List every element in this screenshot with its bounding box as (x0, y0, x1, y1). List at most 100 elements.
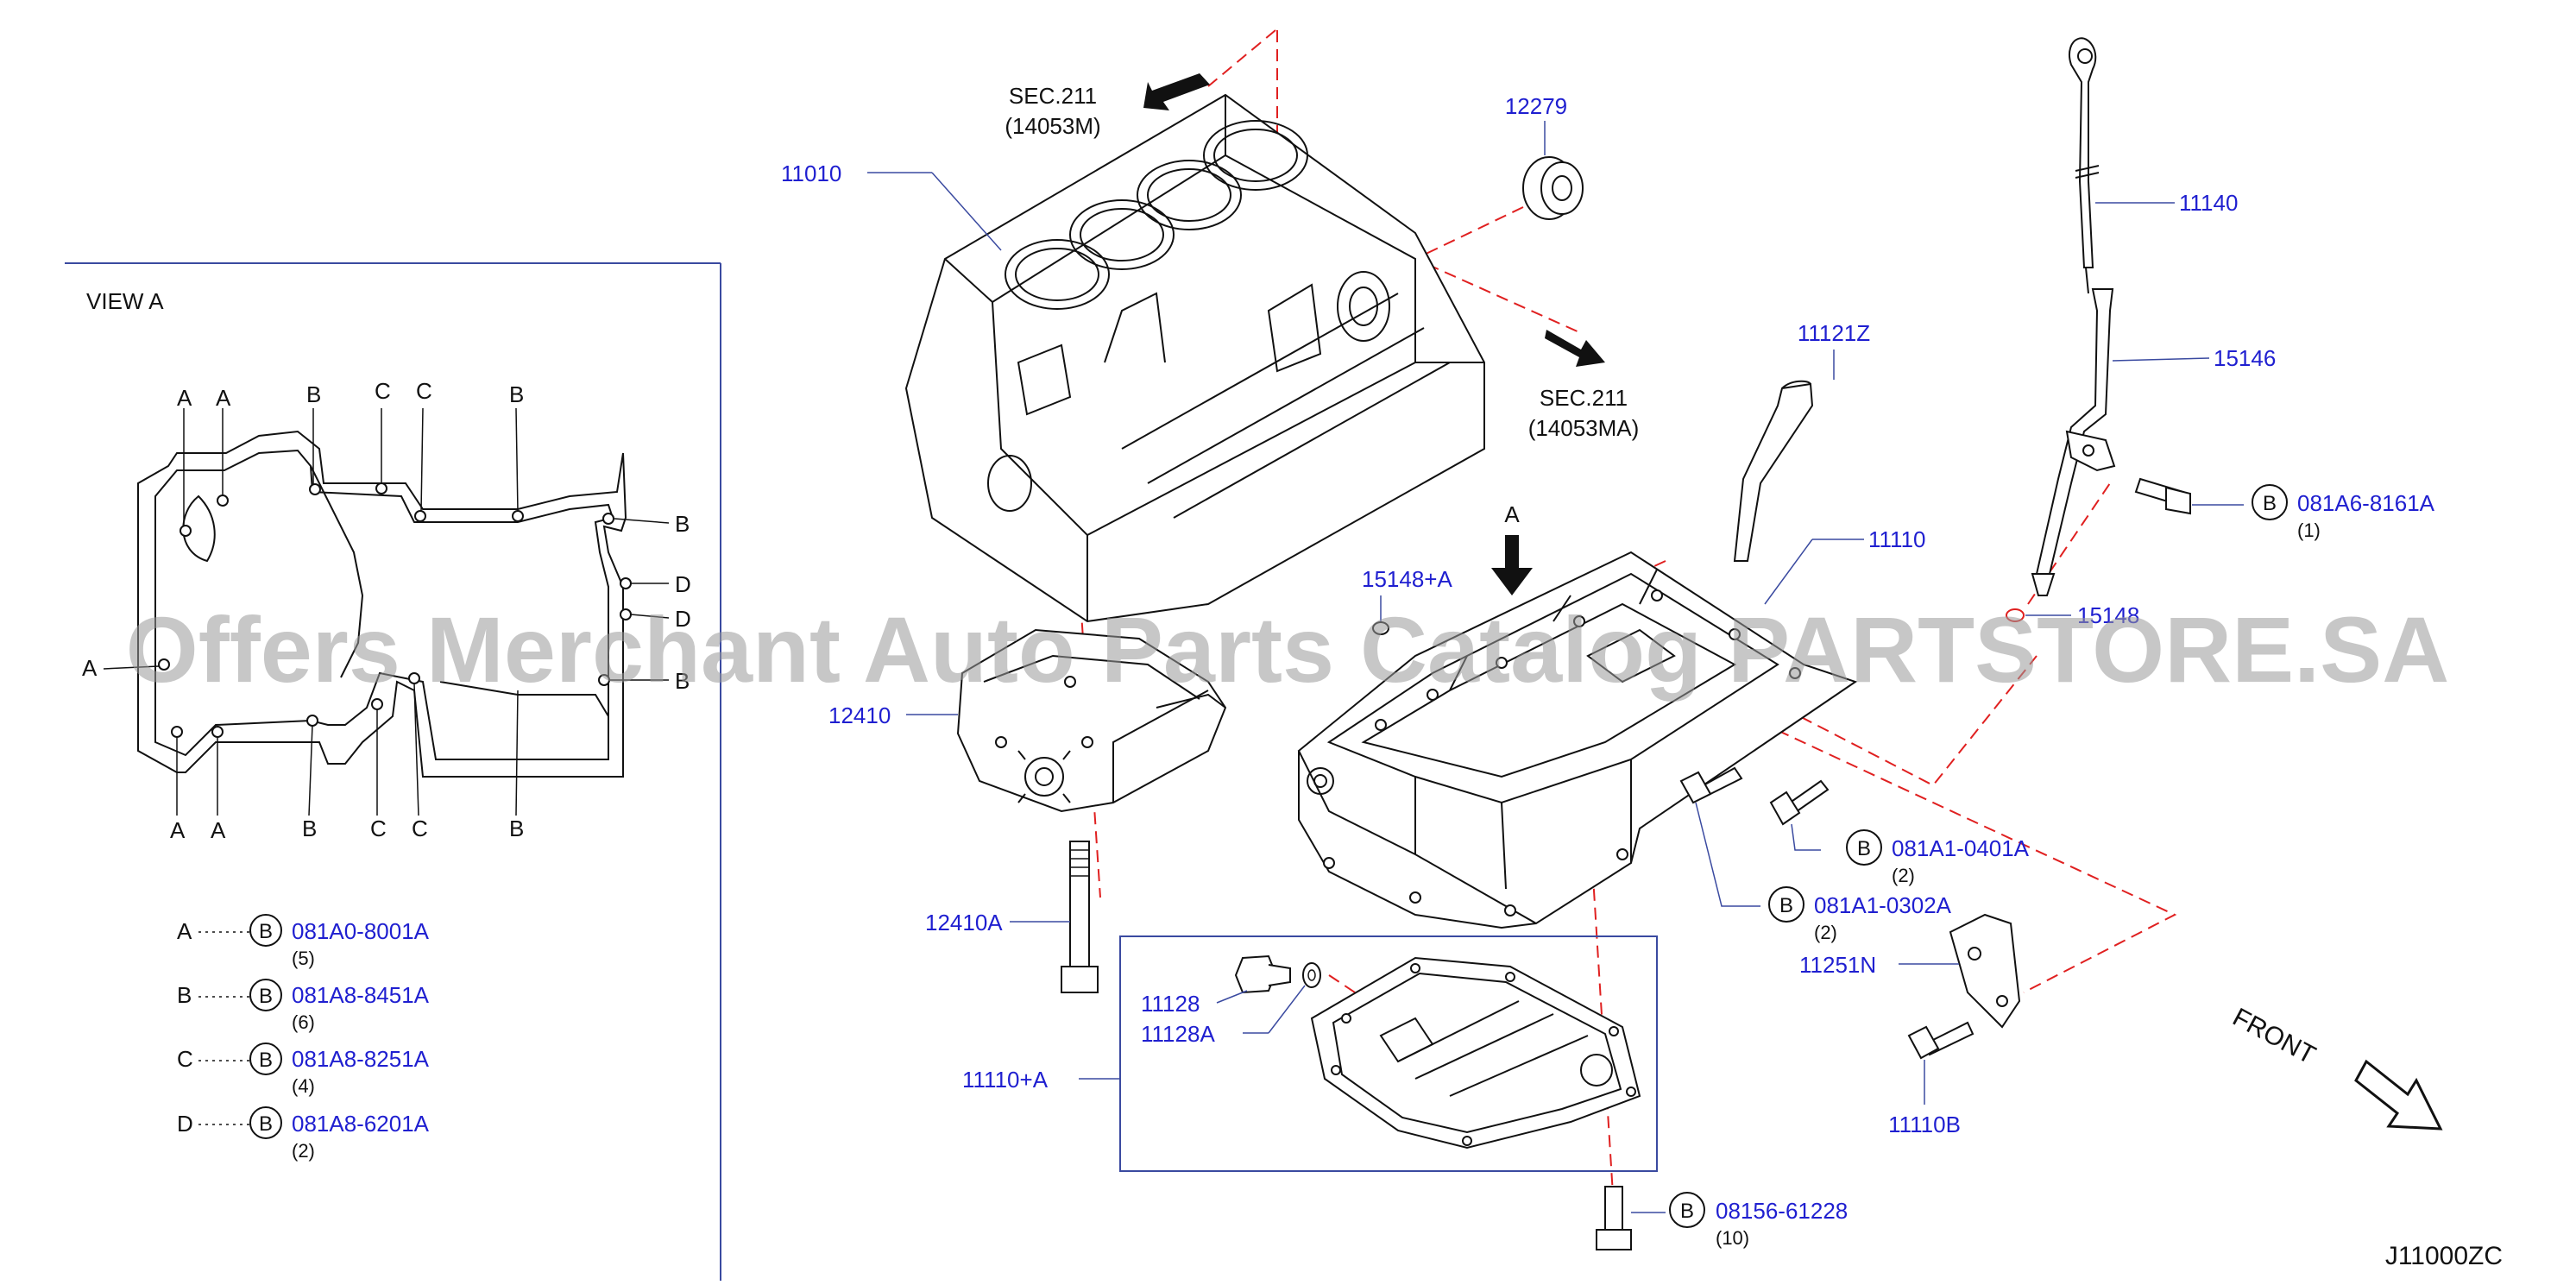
bolt-legend: A B 081A0-8001A (5) B B 081A8-8451A (6) … (177, 914, 430, 1162)
svg-text:081A1-0401A: 081A1-0401A (1892, 835, 2030, 861)
arrow-icon (1545, 330, 1605, 367)
view-letter-c-bottom-2: C (412, 816, 428, 841)
svg-text:B: B (177, 982, 192, 1008)
svg-text:15146: 15146 (2214, 345, 2276, 371)
legend-row-c[interactable]: C B 081A8-8251A (4) (177, 1042, 430, 1097)
svg-text:12410A: 12410A (925, 910, 1003, 935)
svg-text:B: B (259, 1112, 273, 1136)
svg-text:11128: 11128 (1141, 991, 1200, 1017)
svg-text:(2): (2) (1814, 922, 1837, 943)
view-a-title: VIEW A (86, 288, 164, 314)
legend-qty: (4) (292, 1075, 315, 1097)
svg-text:081A6-8161A: 081A6-8161A (2297, 490, 2435, 516)
svg-text:B: B (1779, 894, 1793, 917)
legend-code[interactable]: 081A8-8451A (292, 982, 430, 1008)
bolt-08156-61228[interactable]: B 08156-61228 (10) (1596, 1186, 1848, 1250)
bolt-081a1-0302a[interactable]: B 081A1-0302A (2) (1679, 766, 1952, 943)
cylinder-block-11010[interactable] (904, 93, 1485, 623)
label-11010[interactable]: 11010 (781, 161, 1002, 251)
watermark-text: Offers Merchant Auto Parts Catalog PARTS… (126, 597, 2449, 702)
label-12410[interactable]: 12410 (828, 702, 958, 728)
legend-row-d[interactable]: D B 081A8-6201A (2) (177, 1106, 430, 1162)
drain-plug-11128[interactable]: 11128 11128A (1141, 954, 1321, 1047)
svg-text:C: C (177, 1046, 193, 1072)
svg-text:B: B (259, 920, 273, 943)
front-indicator: FRONT (2228, 1003, 2443, 1131)
svg-text:B: B (259, 985, 273, 1008)
legend-code[interactable]: 081A8-6201A (292, 1111, 430, 1137)
legend-code[interactable]: 081A0-8001A (292, 918, 430, 944)
view-letter-c-top-2: C (416, 378, 432, 404)
svg-text:A: A (1504, 501, 1520, 527)
svg-text:08156-61228: 08156-61228 (1716, 1198, 1848, 1224)
view-a-marker[interactable]: A (1491, 501, 1533, 595)
b-badge-icon (2252, 484, 2288, 520)
svg-text:B: B (1857, 837, 1871, 860)
dipstick-11140[interactable]: 11140 (2069, 37, 2238, 294)
upper-pan-bolt-holes (1323, 589, 1801, 917)
svg-text:A: A (177, 918, 192, 944)
oring-15148[interactable]: 15148 (2006, 602, 2139, 628)
svg-text:11128A: 11128A (1141, 1021, 1215, 1047)
lower-oil-pan-box[interactable]: 11110+A (962, 935, 1658, 1172)
view-a-panel: VIEW A (65, 262, 721, 1281)
b-badge-icon (249, 979, 282, 1011)
svg-text:(14053M): (14053M) (1005, 113, 1100, 139)
svg-text:SEC.211: SEC.211 (1540, 385, 1628, 411)
label-11110[interactable]: 11110 (1764, 526, 1926, 605)
front-label: FRONT (2228, 1003, 2321, 1070)
view-letter-b-right-2: B (675, 668, 690, 694)
bracket-11251n[interactable]: 11251N (1799, 913, 2021, 1029)
svg-text:11121Z: 11121Z (1798, 320, 1870, 346)
svg-text:(10): (10) (1716, 1227, 1749, 1249)
baffle-11121z[interactable]: 11121Z (1733, 320, 1870, 562)
front-arrow-icon (2354, 1059, 2443, 1131)
svg-text:(14053MA): (14053MA) (1528, 415, 1640, 441)
view-letter-b-top-1: B (306, 381, 321, 407)
legend-row-a[interactable]: A B 081A0-8001A (5) (177, 914, 430, 969)
view-letter-a-bottom-2: A (211, 817, 226, 843)
svg-text:11110: 11110 (1868, 526, 1926, 552)
view-a-leaders (103, 407, 670, 816)
arrow-icon (1143, 73, 1210, 110)
view-letter-b-bottom-1: B (302, 816, 317, 841)
guide-tube-15146[interactable]: 15146 (2031, 288, 2276, 596)
svg-text:11010: 11010 (781, 161, 841, 186)
b-badge-icon (249, 1042, 282, 1075)
seal-12279[interactable]: 12279 (1505, 93, 1584, 220)
down-arrow-icon (1491, 535, 1533, 595)
svg-text:11110B: 11110B (1888, 1112, 1961, 1137)
b-badge-icon (1669, 1192, 1705, 1228)
legend-code[interactable]: 081A8-8251A (292, 1046, 430, 1072)
legend-qty: (6) (292, 1011, 315, 1033)
b-badge-icon (249, 1106, 282, 1139)
label-11110a: 11110+A (962, 1067, 1049, 1093)
oil-pump-12410[interactable] (956, 628, 1227, 813)
diagram-code: J11000ZC (2385, 1242, 2503, 1270)
svg-text:B: B (259, 1049, 273, 1072)
bolt-081a1-0401a[interactable]: B 081A1-0401A (2) (1769, 779, 2030, 886)
legend-row-b[interactable]: B B 081A8-8451A (6) (177, 979, 430, 1033)
view-letter-c-bottom-1: C (370, 816, 387, 841)
sec-ref-top[interactable]: SEC.211 (14053M) (1005, 73, 1210, 139)
view-letter-a-bottom-1: A (170, 817, 186, 843)
view-letter-b-right-1: B (675, 511, 690, 537)
bolt-081a6-8161a[interactable]: B 081A6-8161A (1) (2134, 477, 2435, 541)
view-letter-a-top-2: A (216, 385, 231, 411)
svg-text:(1): (1) (2297, 520, 2321, 541)
bolt-12410a[interactable]: 12410A (925, 841, 1099, 993)
upper-oil-pan-11110[interactable] (1297, 551, 1858, 929)
svg-text:B: B (1680, 1200, 1694, 1223)
svg-text:11251N: 11251N (1799, 952, 1876, 978)
svg-text:11140: 11140 (2179, 190, 2238, 216)
svg-text:15148: 15148 (2077, 602, 2139, 628)
lower-oil-pan (1310, 956, 1641, 1150)
b-badge-icon (249, 914, 282, 947)
bolt-11110b[interactable]: 11110B (1888, 1021, 1975, 1137)
view-letter-a-top-1: A (177, 385, 192, 411)
view-letter-d-right-2: D (675, 606, 691, 632)
oring-15148a[interactable]: 15148+A (1362, 566, 1452, 635)
sec-ref-mid[interactable]: SEC.211 (14053MA) (1528, 330, 1640, 441)
svg-text:D: D (177, 1111, 193, 1137)
